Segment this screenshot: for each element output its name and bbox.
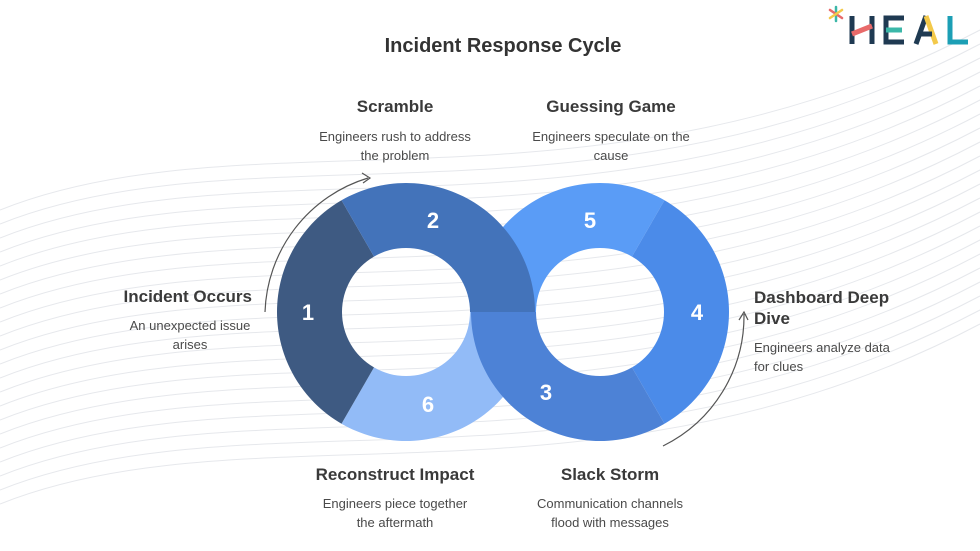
- step-3-desc-line: flood with messages: [551, 515, 669, 530]
- step-1-title: Incident Occurs: [123, 287, 252, 306]
- background-wave-line: [0, 211, 980, 393]
- background-wave-line: [0, 155, 980, 337]
- step-6-number: 6: [422, 392, 434, 417]
- segment-step-4: [632, 200, 729, 424]
- step-2-number: 2: [427, 208, 439, 233]
- step-3-title: Slack Storm: [560, 465, 660, 484]
- background-wave-line: [0, 57, 980, 239]
- background-wave-line: [0, 309, 980, 491]
- asterisk-icon: [828, 5, 844, 23]
- heal-logo-mark: [828, 5, 968, 45]
- step-1-desc: An unexpected issue arises: [110, 316, 270, 354]
- step-2-title: Scramble: [356, 97, 434, 116]
- step-1-number: 1: [302, 300, 314, 325]
- step-5-title: Guessing Game: [546, 97, 676, 116]
- segment-step-2: [341, 182, 535, 312]
- arrow-right-arc: [662, 313, 745, 447]
- step-6-title: Reconstruct Impact: [315, 465, 475, 484]
- step-2-desc-line: Engineers rush to address: [319, 129, 471, 144]
- step-6-desc-line: Engineers piece together: [322, 496, 468, 511]
- background-wave-line: [0, 183, 980, 365]
- background-wave-line: [0, 323, 980, 505]
- step-1-desc-line: arises: [172, 337, 208, 352]
- heal-logo: [826, 4, 976, 53]
- step-3-number: 3: [540, 380, 552, 405]
- step-6-desc: Engineers piece together the aftermath: [295, 494, 495, 532]
- page-title: Incident Response Cycle: [384, 35, 622, 57]
- segment-step-3: [470, 312, 665, 441]
- step-4-desc-line: for clues: [754, 359, 804, 374]
- step-5-number: 5: [584, 208, 596, 233]
- background-wave-line: [0, 225, 980, 407]
- step-4-desc: Engineers analyze data for clues: [754, 338, 890, 376]
- arrow-left-arc: [264, 177, 369, 313]
- step-5-desc-line: cause: [593, 148, 629, 163]
- arrowhead-left: [361, 172, 372, 184]
- step-3-desc-line: Communication channels: [537, 496, 683, 511]
- step-2-desc-line: the problem: [360, 148, 430, 163]
- background-wave-line: [0, 29, 980, 211]
- step-2-desc: Engineers rush to address the problem: [295, 127, 495, 165]
- background-wave-line: [0, 141, 980, 323]
- step-4-desc-line: Engineers analyze data: [754, 340, 890, 355]
- step-4-number: 4: [691, 300, 704, 325]
- step-5-desc: Engineers speculate on the cause: [511, 127, 711, 165]
- step-1-desc-line: An unexpected issue: [129, 318, 251, 333]
- cycle-arrows: [264, 172, 749, 447]
- step-6-desc-line: the aftermath: [356, 515, 434, 530]
- step-3-desc: Communication channels flood with message…: [510, 494, 710, 532]
- segment-step-1: [277, 200, 374, 424]
- background-wave-line: [0, 197, 980, 379]
- background-wave-line: [0, 169, 980, 351]
- step-4-title-line: Dashboard Deep: [754, 288, 890, 307]
- step-5-desc-line: Engineers speculate on the: [532, 129, 690, 144]
- background-wave-line: [0, 43, 980, 225]
- step-4-title-line: Dive: [754, 309, 790, 328]
- arrowhead-right: [738, 310, 749, 321]
